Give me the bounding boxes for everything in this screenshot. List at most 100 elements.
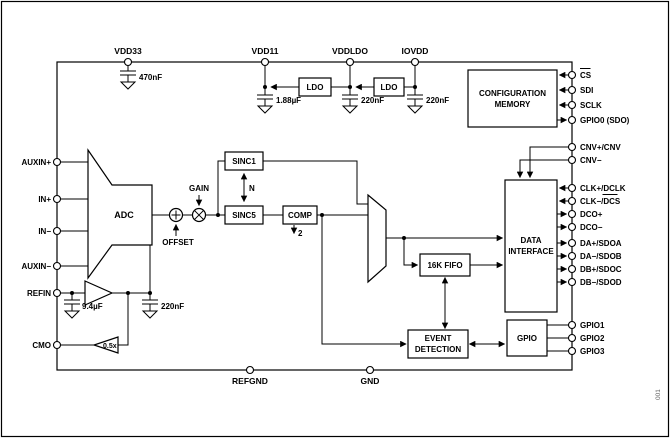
pin-in-plus: IN+ [38, 194, 62, 204]
ground-icon [63, 310, 81, 319]
offset-label: OFFSET [162, 238, 194, 247]
pin-vdd11: VDD11 [252, 46, 279, 67]
event-detection-label-line2: DETECTION [415, 345, 461, 354]
capacitor-label: 470nF [139, 73, 162, 82]
figure-number: 001 [655, 389, 662, 400]
pin-label: GPIO2 [580, 334, 605, 343]
left-pins: AUXIN+ IN+ IN− AUXIN− REFIN CMO [21, 157, 62, 350]
plus-icon [171, 210, 181, 220]
ldo2-block: LDO [373, 77, 405, 97]
pin-label: DCO+ [580, 210, 603, 219]
comp-label: COMP [288, 211, 313, 220]
pin-dco-minus: DCO− [567, 222, 603, 232]
capacitor-label: 220nF [161, 302, 184, 311]
output-mux [367, 193, 387, 284]
pin-iovdd: IOVDD [402, 46, 429, 67]
ldo2-label: LDO [381, 83, 398, 92]
pin-label: GPIO3 [580, 347, 605, 356]
pin-label: CS [580, 71, 592, 80]
fifo-block: 16K FIFO [419, 253, 471, 277]
pin-da-plus-sdoa: DA+/SDOA [567, 238, 622, 248]
gpio-label: GPIO [517, 334, 537, 343]
sinc5-block: SINC5 [224, 205, 264, 225]
ground-icon [141, 310, 159, 319]
comp-block: COMP [282, 205, 318, 225]
event-detection-block: EVENT DETECTION [407, 329, 469, 359]
pin-gpio2: GPIO2 [567, 333, 605, 343]
pin-vdd33: VDD33 [114, 46, 142, 67]
pin-label: REFIN [27, 289, 51, 298]
pin-label: REFGND [232, 376, 268, 386]
capacitor-220nF-iovdd: 220nF [406, 94, 449, 114]
right-pins: CS SDI SCLK GPIO0 (SDO) CNV+/CNV CNV− CL… [567, 68, 630, 356]
decimation-n-label: N [249, 184, 255, 193]
offset-summer [168, 207, 184, 223]
pin-label: DA−/SDOB [580, 252, 622, 261]
pin-sclk: SCLK [567, 100, 602, 110]
pin-cnv-minus: CNV− [567, 155, 602, 165]
pin-label: CLK−/DCS [580, 197, 621, 206]
multiply-icon [194, 210, 204, 220]
capacitor-470nF: 470nF [119, 70, 162, 90]
pin-label: DA+/SDOA [580, 239, 622, 248]
pin-gpio3: GPIO3 [567, 346, 605, 356]
pin-gpio0-sdo: GPIO0 (SDO) [567, 115, 630, 125]
pin-label: GND [361, 376, 380, 386]
pin-label: IN− [38, 227, 51, 236]
cnv-wiring [516, 146, 569, 179]
pin-label: DB+/SDOC [580, 265, 622, 274]
decimate-by-2-label: 2 [298, 229, 303, 238]
pin-auxin-plus: AUXIN+ [21, 157, 62, 167]
ldo1-block: LDO [298, 77, 332, 97]
adc-block: ADC [87, 148, 153, 280]
ground-icon [341, 105, 359, 114]
pin-auxin-minus: AUXIN− [21, 261, 62, 271]
capacitor-label: 1.88µF [276, 96, 301, 105]
data-interface-wiring [547, 184, 569, 352]
refin-buffer [84, 280, 114, 306]
pin-db-minus-sdod: DB−/SDOD [567, 277, 622, 287]
configuration-memory-block: CONFIGURATION MEMORY [467, 69, 558, 128]
pin-label: IOVDD [402, 46, 429, 56]
adc-label: ADC [114, 210, 134, 220]
sinc5-label: SINC5 [232, 211, 256, 220]
pin-da-minus-sdob: DA−/SDOB [567, 251, 622, 261]
top-pins: VDD33 VDD11 VDDLDO IOVDD [114, 46, 429, 67]
pin-label: VDD33 [114, 46, 142, 56]
pin-label: AUXIN+ [21, 158, 51, 167]
capacitor-label: 9.4µF [82, 302, 103, 311]
ground-icon [119, 81, 137, 90]
pin-label: SCLK [580, 101, 602, 110]
capacitor-label: 220nF [426, 96, 449, 105]
pin-clk-minus-dcs: CLK−/DCS [567, 194, 621, 206]
sinc1-label: SINC1 [232, 157, 256, 166]
pin-sdi: SDI [567, 85, 593, 95]
pin-label: VDDLDO [332, 46, 368, 56]
pin-label: DCO− [580, 223, 603, 232]
gain-multiplier [191, 207, 207, 223]
gain-label: GAIN [189, 184, 209, 193]
pin-cnv-plus: CNV+/CNV [567, 142, 621, 152]
pin-label: GPIO1 [580, 321, 605, 330]
pin-in-minus: IN− [38, 226, 62, 236]
sinc1-block: SINC1 [224, 151, 264, 171]
capacitor-220nF-vddldo: 220nF [341, 94, 384, 114]
half-gain-buffer: 0.5x [92, 336, 119, 354]
capacitor-label: 220nF [361, 96, 384, 105]
pin-gnd: GND [361, 365, 380, 386]
pin-label: IN+ [38, 195, 51, 204]
ground-icon [406, 105, 424, 114]
configuration-memory-label-line2: MEMORY [495, 100, 531, 109]
pin-vddldo: VDDLDO [332, 46, 368, 67]
half-gain-label: 0.5x [103, 343, 117, 350]
pin-label: CNV+/CNV [580, 143, 621, 152]
junction-nodes [70, 85, 417, 295]
pin-refin: REFIN [27, 288, 62, 298]
pin-label: VDD11 [252, 46, 279, 56]
gpio-block: GPIO [506, 319, 548, 357]
capacitor-1.88uF: 1.88µF [256, 94, 301, 114]
data-interface-label-line1: DATA [520, 236, 541, 245]
pin-label: CNV− [580, 156, 602, 165]
event-detection-label-line1: EVENT [425, 334, 452, 343]
